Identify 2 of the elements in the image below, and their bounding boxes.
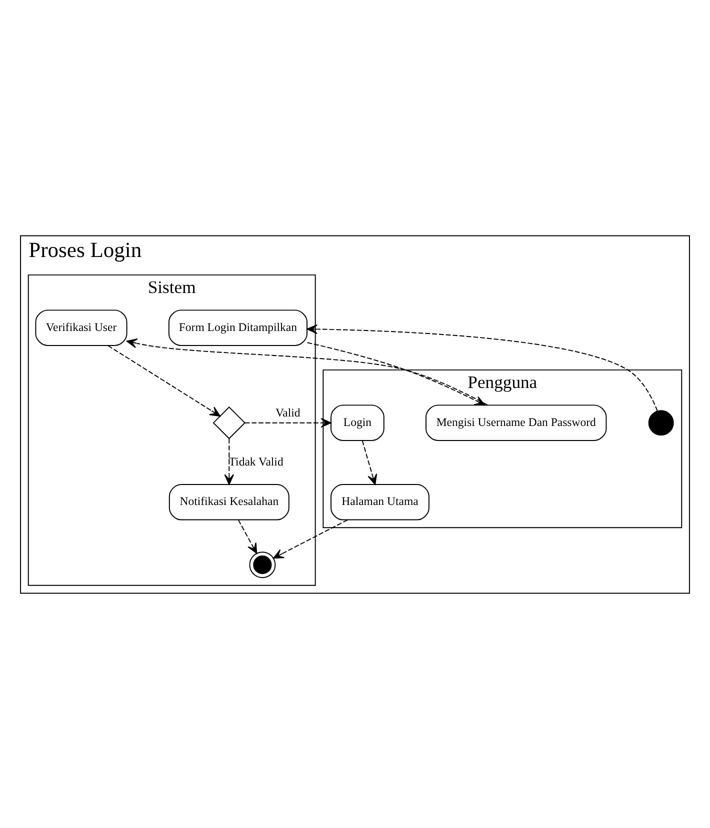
edge-label: Tidak Valid [228, 455, 284, 468]
edge-label: Valid [276, 406, 300, 420]
